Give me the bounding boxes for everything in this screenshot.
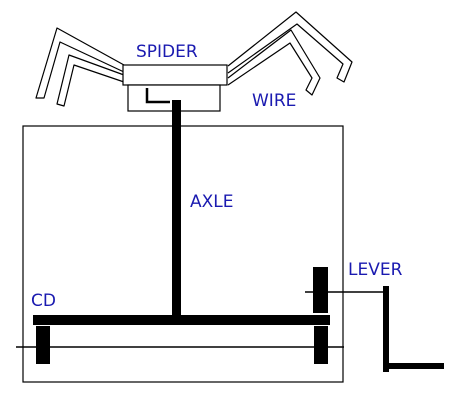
enclosure-box [22,125,344,383]
spider-label: SPIDER [136,42,198,62]
left-roller [36,326,50,364]
cd-label: CD [31,291,56,311]
lever-gear [313,267,328,313]
spider-left-inner-leg [56,54,125,107]
spider-right-outer-leg [227,11,353,83]
spider-legs-left [35,27,125,107]
lever-handle [386,363,444,369]
wire-label: WIRE [252,91,296,111]
cd-disc [33,315,330,325]
axle-label: AXLE [190,192,234,212]
axle [172,100,181,320]
right-roller [314,326,328,364]
spider-body [122,64,228,86]
spider-legs-right [227,11,353,96]
wire [145,88,170,104]
lever-label: LEVER [348,260,403,280]
lever-crank-bar [383,286,389,372]
spider-right-inner-leg [227,29,321,96]
spider-left-outer-leg [35,27,125,99]
